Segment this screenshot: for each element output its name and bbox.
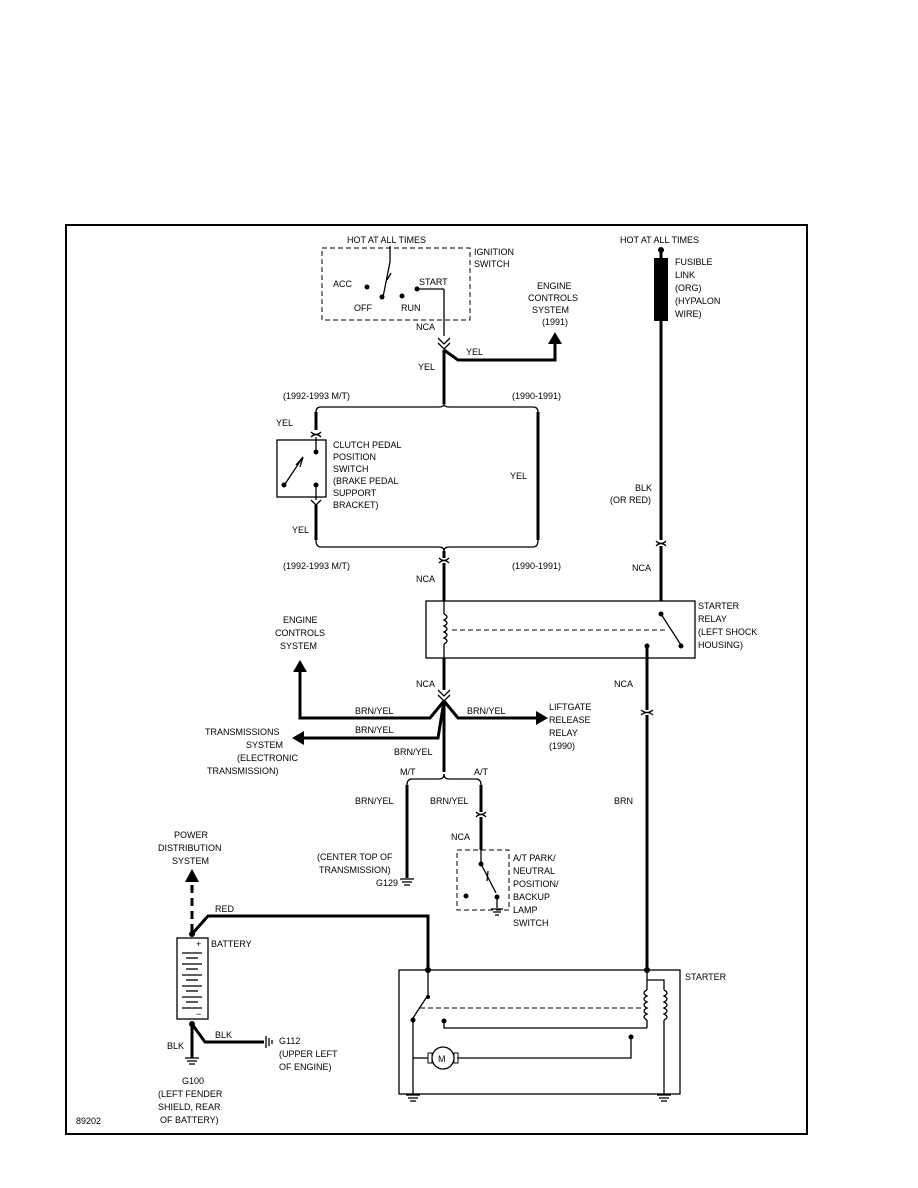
wire-brn-yel-liftgate (442, 700, 538, 720)
nca-label-ign: NCA (416, 322, 435, 332)
brn-yel-label-4: BRN/YEL (394, 747, 433, 757)
arrow-power-distribution (185, 869, 199, 882)
starter-label: STARTER (685, 972, 727, 982)
battery-minus: − (196, 1009, 201, 1019)
nca-label-relay-out: NCA (416, 679, 435, 689)
ground-g100 (185, 1057, 199, 1065)
ignition-switch (321, 246, 471, 336)
wire-brn-yel-engine-controls (298, 670, 446, 720)
blk-label-g112: BLK (215, 1030, 232, 1040)
wire-yel-engine-controls (443, 342, 557, 362)
wire-red-battery (190, 914, 430, 970)
bracket-mt-at (406, 773, 482, 786)
arrow-liftgate (536, 711, 548, 725)
brn-yel-label-1: BRN/YEL (355, 706, 394, 716)
brn-yel-label-6: BRN/YEL (430, 796, 469, 806)
battery-plus: + (196, 939, 201, 949)
nca-label-relay-power: NCA (632, 563, 651, 573)
ground-starter-right (657, 1094, 671, 1102)
yel-label-9091: YEL (510, 471, 527, 481)
clutch-pedal-switch (276, 439, 327, 498)
ground-starter-left (406, 1094, 420, 1102)
range-9091-top: (1990-1991) (512, 391, 561, 401)
starter-coil-right (662, 989, 668, 1021)
nca-label-relay-in: NCA (416, 574, 435, 584)
battery (176, 937, 209, 1020)
red-label: RED (215, 904, 235, 914)
wire-blk-g112 (190, 1023, 264, 1044)
brn-yel-label-3: BRN/YEL (467, 706, 506, 716)
nca-label-at: NCA (451, 832, 470, 842)
starter-motor-label: M (438, 1054, 446, 1064)
ground-g129 (400, 878, 414, 886)
brn-label: BRN (614, 796, 633, 806)
connector-clutch-bottom (310, 499, 322, 506)
off-label: OFF (354, 303, 372, 313)
g129-label: G129 (376, 878, 398, 888)
yel-label-main: YEL (418, 362, 435, 372)
yel-label-clutch-top: YEL (276, 418, 293, 428)
battery-label: BATTERY (211, 939, 252, 949)
starter-coil-left (643, 989, 649, 1021)
yel-label-clutch-bottom: YEL (292, 525, 309, 535)
hot-at-all-times-top: HOT AT ALL TIMES (347, 235, 426, 245)
nca-label-brn: NCA (614, 679, 633, 689)
bracket-top (315, 403, 539, 413)
run-label: RUN (401, 303, 421, 313)
range-9293-bottom: (1992-1993 M/T) (283, 561, 350, 571)
ground-at-switch (491, 908, 503, 916)
battery-cells (182, 952, 202, 1009)
connector-relay-output (437, 689, 451, 697)
arrow-engine-controls-1991 (548, 332, 562, 344)
range-9091-bottom: (1990-1991) (512, 561, 561, 571)
bracket-bottom (315, 539, 539, 552)
hot-at-all-times-right: HOT AT ALL TIMES (620, 235, 699, 245)
starter (398, 969, 681, 1095)
yel-label-right: YEL (466, 347, 483, 357)
wire-brn-yel-transmissions (302, 700, 446, 740)
brn-yel-label-5: BRN/YEL (355, 796, 394, 806)
acc-label: ACC (333, 279, 353, 289)
at-label: A/T (474, 767, 489, 777)
blk-label-g100: BLK (167, 1041, 184, 1051)
blk-or-red-label: BLK(OR RED) (610, 483, 652, 505)
fusible-link (654, 258, 668, 321)
arrow-engine-controls (293, 660, 307, 672)
range-9293-top: (1992-1993 M/T) (283, 391, 350, 401)
brn-yel-label-2: BRN/YEL (355, 725, 394, 735)
ground-g112 (265, 1036, 273, 1048)
starter-relay (425, 600, 696, 659)
start-label: START (419, 277, 448, 287)
figure-number: 89202 (76, 1116, 101, 1126)
arrow-transmissions (292, 731, 304, 745)
mt-label: M/T (400, 767, 416, 777)
diagram-frame (65, 224, 808, 1135)
relay-coil (442, 613, 448, 645)
at-park-neutral-switch (456, 849, 510, 911)
connector-ignition (437, 337, 451, 345)
